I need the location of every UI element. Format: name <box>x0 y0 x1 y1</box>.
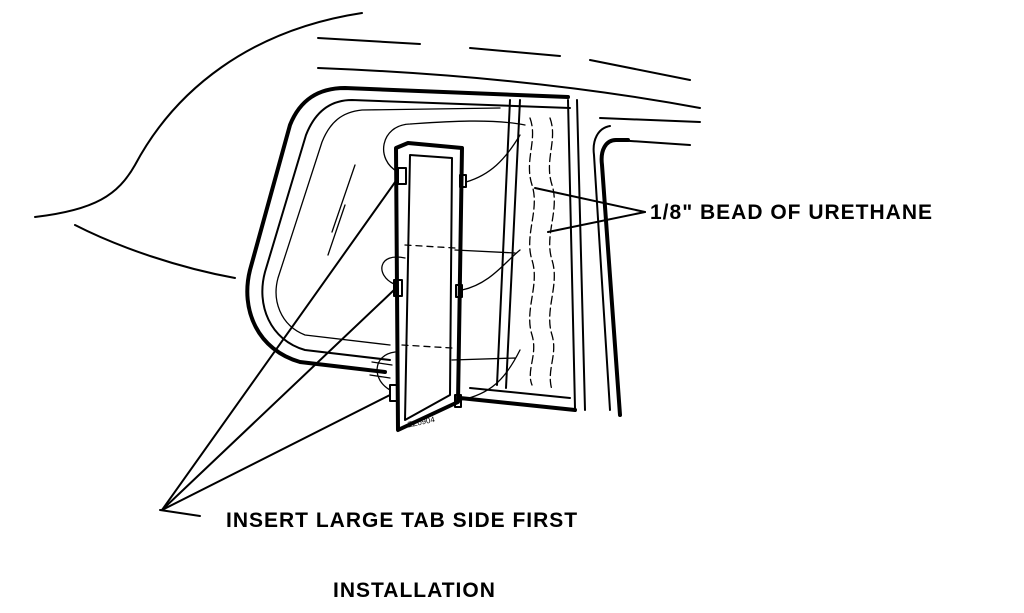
loop-mid <box>381 256 406 285</box>
loop-top <box>382 120 526 173</box>
pillar-channel-right <box>567 99 576 409</box>
leader-tab-3 <box>161 394 391 511</box>
glass-reflection <box>327 164 356 256</box>
urethane-bead-label: 1/8" BEAD OF URETHANE <box>650 201 933 224</box>
door-frame <box>599 138 630 417</box>
vehicle-body-curve <box>34 12 363 218</box>
roof-edge-upper <box>317 37 691 81</box>
spacer-dash-2 <box>401 344 453 349</box>
loop-bottom <box>369 351 396 391</box>
vehicle-body-lower-line <box>74 224 236 279</box>
tab-bottom-right <box>454 394 462 408</box>
door-frame-inner <box>592 125 611 411</box>
window-glass-edge <box>275 107 501 346</box>
tab-mid-right <box>455 284 463 298</box>
window-frame-bottom <box>458 396 577 412</box>
pillar-channel-mid <box>505 99 521 389</box>
leader-tab-stem <box>159 509 201 517</box>
spacer-strip <box>394 141 464 432</box>
tab-top-right <box>459 174 467 188</box>
diagram-caption: INSTALLATION <box>333 579 496 602</box>
tab-bottom-left <box>389 384 399 402</box>
loop-top-right <box>465 134 521 183</box>
pillar-channel-left <box>496 99 511 386</box>
loop-bottom-right <box>451 349 521 401</box>
spacer-dash-1 <box>404 244 456 249</box>
door-frame-top <box>599 117 701 146</box>
spacer-strip-inner <box>404 154 453 421</box>
leader-urethane-2 <box>547 211 646 233</box>
leader-tab-2 <box>161 289 395 511</box>
urethane-bead-2 <box>548 117 555 391</box>
loop-mid-right <box>454 249 521 291</box>
pillar-channel-edge <box>576 99 586 411</box>
leader-tab-1 <box>161 177 399 511</box>
urethane-bead-1 <box>528 117 535 386</box>
leader-urethane-1 <box>534 187 646 213</box>
insert-tab-label: INSERT LARGE TAB SIDE FIRST <box>226 509 579 532</box>
window-frame-inner <box>261 99 571 361</box>
tab-top-left <box>397 167 407 185</box>
tab-mid-left <box>393 279 403 297</box>
roof-edge-lower <box>317 67 701 109</box>
window-frame-bottom-inner <box>469 387 571 399</box>
